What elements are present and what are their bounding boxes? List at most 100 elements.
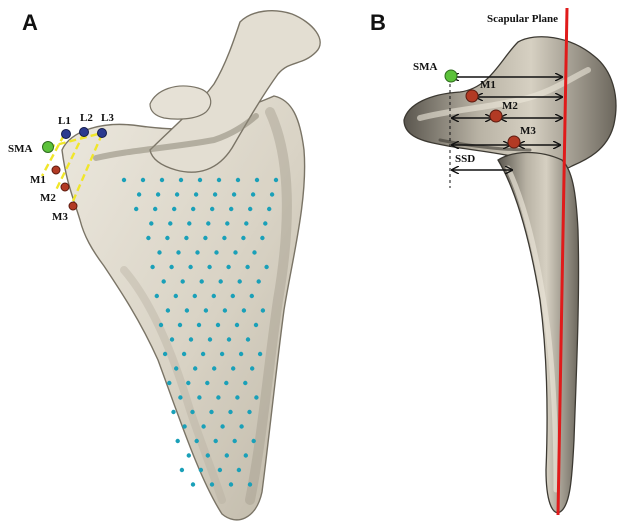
sample-dot (233, 250, 237, 254)
sample-dot (245, 265, 249, 269)
sample-dot (228, 410, 232, 414)
sample-dot (238, 279, 242, 283)
sample-dot (170, 337, 174, 341)
sample-dot (193, 366, 197, 370)
sample-dot (254, 323, 258, 327)
sample-dot (213, 192, 217, 196)
sample-dot (162, 279, 166, 283)
sample-dot (190, 410, 194, 414)
sample-dot (251, 192, 255, 196)
sample-dot (187, 221, 191, 225)
sample-dot (178, 395, 182, 399)
sample-dot (246, 337, 250, 341)
sample-dot (156, 192, 160, 196)
sample-dot (194, 192, 198, 196)
sample-dot (197, 323, 201, 327)
sample-dot (216, 395, 220, 399)
sample-dot (270, 192, 274, 196)
label-l1: L1 (58, 115, 71, 127)
label-m1-b: M1 (480, 79, 496, 91)
sample-dot (199, 468, 203, 472)
landmark-m3-a (69, 202, 77, 210)
sample-dot (214, 250, 218, 254)
sample-dot (255, 178, 259, 182)
sample-dot (263, 221, 267, 225)
sample-dot (229, 207, 233, 211)
sample-dot (189, 337, 193, 341)
sample-dot (231, 294, 235, 298)
sample-dot (235, 395, 239, 399)
landmark-l2 (80, 128, 89, 137)
sample-dot (225, 453, 229, 457)
sample-dot (258, 352, 262, 356)
sample-dot (137, 192, 141, 196)
sample-dot (242, 308, 246, 312)
sample-dot (187, 453, 191, 457)
sample-dot (237, 468, 241, 472)
sample-dot (244, 453, 248, 457)
landmark-m2-a (61, 183, 69, 191)
sample-dot (175, 192, 179, 196)
sample-dot (153, 207, 157, 211)
landmark-m1-b (466, 90, 478, 102)
panel-a-scapula: SMA L1 L2 L3 M1 M2 M3 (8, 11, 320, 520)
landmark-m3-b (508, 136, 520, 148)
sample-dot (241, 236, 245, 240)
label-sma-b: SMA (413, 61, 438, 73)
sample-dot (182, 352, 186, 356)
sample-dot (243, 381, 247, 385)
sample-dot (174, 294, 178, 298)
sample-dot (181, 279, 185, 283)
sample-dot (248, 482, 252, 486)
sample-dot (223, 308, 227, 312)
label-m2-b: M2 (502, 100, 518, 112)
sample-dot (163, 352, 167, 356)
sample-dot (171, 410, 175, 414)
sample-dot (168, 221, 172, 225)
sample-dot (250, 294, 254, 298)
sample-dot (244, 221, 248, 225)
sample-dot (182, 424, 186, 428)
sample-dot (210, 207, 214, 211)
sample-dot (229, 482, 233, 486)
sample-dot (239, 352, 243, 356)
sample-dot (201, 424, 205, 428)
sample-dot (160, 178, 164, 182)
sample-dot (217, 178, 221, 182)
sample-dot (218, 468, 222, 472)
sample-dot (260, 236, 264, 240)
sample-dot (169, 265, 173, 269)
sample-dot (146, 236, 150, 240)
label-m1-a: M1 (30, 174, 46, 186)
sample-dot (122, 178, 126, 182)
sample-dot (252, 439, 256, 443)
sample-dot (193, 294, 197, 298)
sample-dot (201, 352, 205, 356)
sample-dot (191, 207, 195, 211)
sample-dot (200, 279, 204, 283)
sample-dot (212, 366, 216, 370)
sample-dot (248, 207, 252, 211)
sample-dot (247, 410, 251, 414)
sample-dot (157, 250, 161, 254)
panel-b-scapula: Scapular Plane SMA M1 M2 M3 SSD (404, 8, 616, 515)
sample-dot (149, 221, 153, 225)
sample-dot (209, 410, 213, 414)
sample-dot (232, 192, 236, 196)
label-m3-b: M3 (520, 125, 536, 137)
label-scapular-plane: Scapular Plane (487, 13, 558, 25)
sample-dot (236, 178, 240, 182)
sample-dot (224, 381, 228, 385)
sample-dot (155, 294, 159, 298)
label-l2: L2 (80, 112, 93, 124)
sample-dot (227, 337, 231, 341)
sample-dot (195, 439, 199, 443)
sample-dot (261, 308, 265, 312)
sample-dot (165, 236, 169, 240)
sample-dot (264, 265, 268, 269)
sample-dot (150, 265, 154, 269)
sample-dot (178, 323, 182, 327)
sample-dot (184, 236, 188, 240)
label-ssd: SSD (455, 153, 475, 165)
